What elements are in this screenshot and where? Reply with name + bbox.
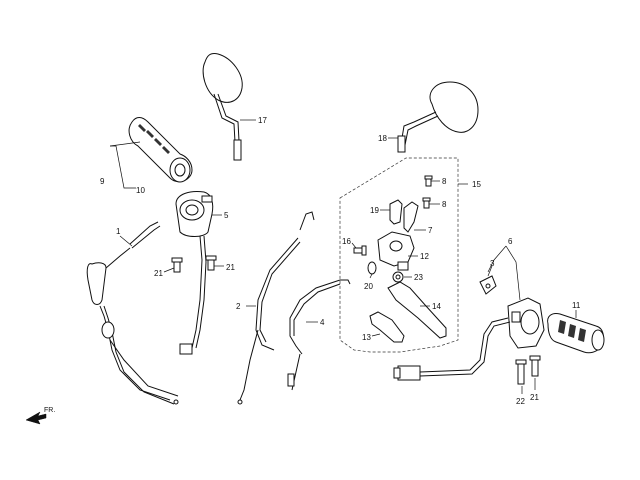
left-switch-housing[interactable] [175,191,214,355]
right-switch-housing[interactable] [393,297,545,381]
callout-3: 3 [490,259,495,268]
callout-20: 20 [364,282,373,291]
callout-17: 17 [258,116,267,125]
screw-8-top[interactable] [424,175,433,187]
callout-8-top: 8 [442,177,447,186]
callout-4: 4 [320,318,325,327]
callout-11: 11 [572,301,581,310]
callout-18: 18 [378,134,387,143]
callout-1: 1 [116,227,121,236]
brake-lever[interactable] [387,281,447,339]
bracket-7[interactable] [403,201,419,233]
choke-cable[interactable] [86,221,179,405]
throttle-cable-2[interactable] [237,211,315,405]
callout-23: 23 [414,273,423,282]
washer-20[interactable] [367,261,377,275]
callout-21-left: 21 [154,269,163,278]
nut-23[interactable] [392,271,404,283]
throttle-cable-4[interactable] [287,279,351,391]
callout-2: 2 [236,302,241,311]
lever-cover[interactable] [369,311,405,343]
callout-10: 10 [136,186,145,195]
screw-22[interactable] [515,359,527,385]
callout-15: 15 [472,180,481,189]
callout-5: 5 [224,211,229,220]
front-direction-arrow [25,411,47,425]
clamp-19[interactable] [389,199,403,225]
callout-13: 13 [362,333,371,342]
brake-master-cylinder[interactable] [377,231,415,271]
screw-left-a[interactable] [171,257,183,273]
screw-8-lower[interactable] [422,197,431,209]
callout-9: 9 [100,177,105,186]
callout-22: 22 [516,397,525,406]
front-direction-label: FR. [44,407,55,414]
callout-14: 14 [432,302,441,311]
switch-bracket-3[interactable] [479,275,497,295]
callout-6: 6 [508,237,513,246]
brake-assembly-box [339,157,459,353]
screw-left-b[interactable] [205,255,217,271]
callout-16: 16 [342,237,351,246]
callout-19: 19 [370,206,379,215]
left-grip[interactable] [128,117,193,183]
callout-7: 7 [428,226,433,235]
callout-21-mid: 21 [226,263,235,272]
callout-8-lower: 8 [442,200,447,209]
callout-12: 12 [420,252,429,261]
callout-21-right: 21 [530,393,539,402]
right-mirror[interactable] [397,81,479,153]
left-mirror[interactable] [202,53,243,161]
screw-21-right[interactable] [529,355,541,377]
right-grip[interactable] [547,313,605,354]
pin-16[interactable] [353,245,367,256]
